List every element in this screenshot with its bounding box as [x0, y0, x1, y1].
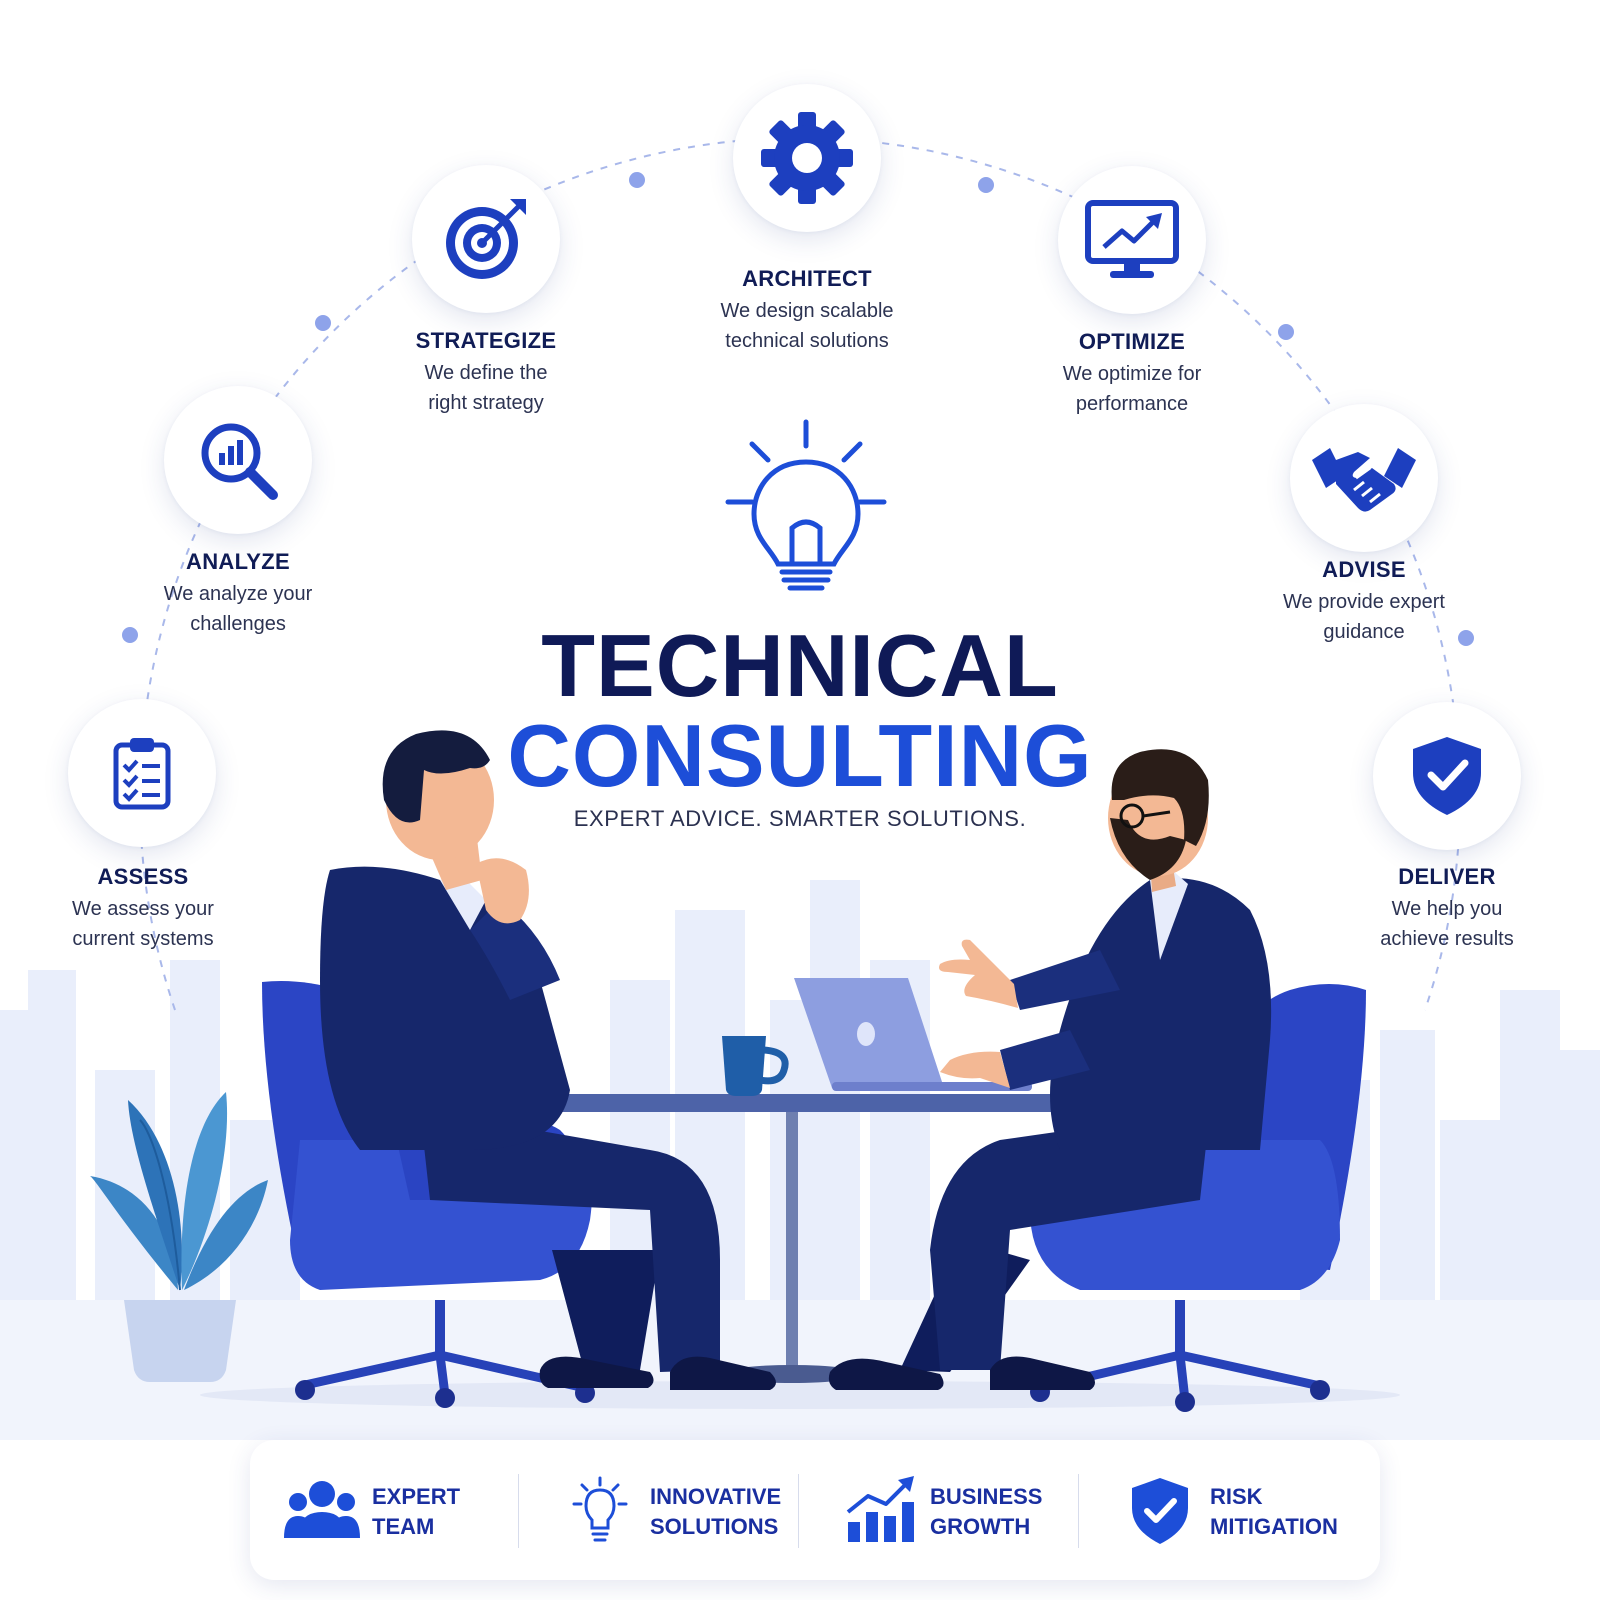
step-desc-line: performance — [1075, 393, 1189, 415]
step-advise: ADVISE We provide expert guidance — [1244, 557, 1484, 647]
left-consultant-illustration — [320, 730, 776, 1390]
benefit-label: EXPERT TEAM — [372, 1484, 461, 1539]
shield-check-icon — [1413, 737, 1481, 815]
step-strategize-icon-circle — [412, 165, 560, 313]
step-title: ANALYZE — [186, 549, 290, 574]
step-title: OPTIMIZE — [1078, 329, 1186, 354]
step-optimize-icon-circle — [1058, 166, 1206, 314]
title-line-1: TECHNICAL — [541, 616, 1059, 715]
monitor-chart-icon — [1085, 200, 1179, 278]
step-assess-icon-circle — [68, 699, 216, 847]
tagline: EXPERT ADVICE. SMARTER SOLUTIONS. — [573, 806, 1027, 831]
step-analyze-icon-circle — [164, 386, 312, 534]
step-desc-line: technical solutions — [725, 330, 889, 352]
clipboard-checklist-icon — [113, 738, 171, 810]
step-desc-line: right strategy — [428, 392, 544, 414]
step-desc-line: We define the — [424, 362, 548, 384]
step-title: DELIVER — [1398, 864, 1496, 889]
shield-check-icon — [1132, 1478, 1188, 1544]
step-title: ASSESS — [97, 864, 189, 889]
step-desc-line: We design scalable — [720, 300, 894, 322]
benefit-label: INNOVATIVE SOLUTIONS — [650, 1484, 782, 1539]
step-architect-icon-circle — [733, 84, 881, 232]
benefit-divider — [798, 1474, 799, 1548]
step-optimize: OPTIMIZE We optimize for performance — [1012, 329, 1252, 419]
step-desc-line: achieve results — [1380, 928, 1514, 950]
meeting-table-illustration — [505, 1094, 1101, 1383]
step-title: ADVISE — [1322, 557, 1406, 582]
benefit-label: BUSINESS GROWTH — [930, 1484, 1043, 1539]
benefit-divider — [1078, 1474, 1079, 1548]
process-orbit — [139, 136, 1461, 1011]
benefit-innovative-solutions: INNOVATIVE SOLUTIONS — [528, 1440, 810, 1580]
lightbulb-icon — [572, 1476, 628, 1542]
handshake-icon — [1312, 448, 1416, 512]
step-title: ARCHITECT — [742, 266, 872, 291]
step-desc-line: We assess your — [72, 898, 214, 920]
benefit-risk-mitigation: RISK MITIGATION — [1088, 1440, 1370, 1580]
right-consultant-illustration — [828, 749, 1272, 1390]
team-icon — [284, 1481, 360, 1538]
step-advise-icon-circle — [1290, 404, 1438, 552]
step-desc-line: We optimize for — [1062, 363, 1202, 385]
growth-chart-icon — [846, 1476, 914, 1542]
benefit-expert-team: EXPERT TEAM — [250, 1440, 532, 1580]
step-desc-line: We provide expert — [1283, 591, 1445, 613]
benefits-bar: EXPERT TEAM INNOVATIVE SOLUTIONS — [250, 1440, 1380, 1580]
benefit-business-growth: BUSINESS GROWTH — [808, 1440, 1090, 1580]
step-assess: ASSESS We assess your current systems — [23, 864, 263, 954]
step-deliver: DELIVER We help you achieve results — [1327, 864, 1567, 954]
floor-shadow — [200, 1381, 1400, 1409]
target-arrow-icon — [446, 199, 526, 279]
step-desc-line: challenges — [190, 613, 286, 635]
coffee-mug-illustration — [722, 1036, 789, 1096]
step-analyze: ANALYZE We analyze your challenges — [118, 549, 358, 639]
gear-icon — [761, 112, 853, 204]
step-desc-line: We help you — [1391, 898, 1503, 920]
step-desc-line: current systems — [72, 928, 214, 950]
magnifier-chart-icon — [201, 423, 278, 500]
step-deliver-icon-circle — [1373, 702, 1521, 850]
orbit-dots — [122, 172, 1474, 646]
step-desc-line: guidance — [1323, 621, 1405, 643]
step-strategize: STRATEGIZE We define the right strategy — [366, 328, 606, 418]
benefit-divider — [518, 1474, 519, 1548]
step-desc-line: We analyze your — [163, 583, 313, 605]
benefit-label: RISK MITIGATION — [1210, 1484, 1338, 1539]
step-architect: ARCHITECT We design scalable technical s… — [687, 266, 927, 356]
potted-plant-illustration — [90, 1092, 268, 1382]
laptop-illustration — [794, 978, 1032, 1091]
step-title: STRATEGIZE — [415, 328, 557, 353]
title-line-2: CONSULTING — [507, 706, 1093, 805]
